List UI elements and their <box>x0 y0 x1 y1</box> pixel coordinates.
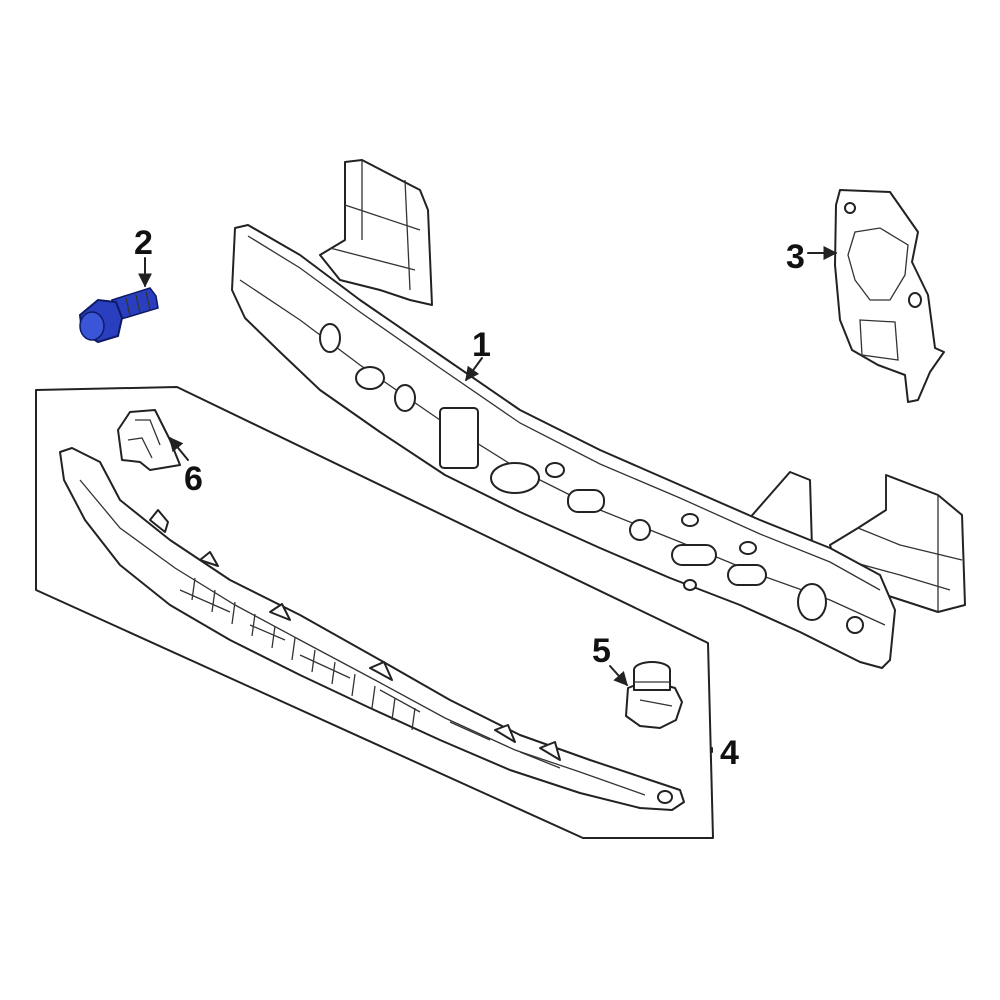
callout-1: 1 <box>472 326 491 364</box>
leader-6 <box>169 436 189 461</box>
callout-5: 5 <box>592 632 611 670</box>
part-6-clip[interactable] <box>117 409 181 471</box>
leader-1 <box>465 357 483 382</box>
leader-5 <box>609 665 628 687</box>
part-4-group-outline <box>35 386 714 839</box>
callout-3: 3 <box>786 238 805 276</box>
part-1-reinforcement-beam[interactable] <box>231 159 966 669</box>
callout-2: 2 <box>134 224 153 262</box>
callout-leaders <box>138 246 838 753</box>
part-3-bracket[interactable] <box>834 189 945 403</box>
part-4-absorber[interactable] <box>59 447 685 811</box>
callout-4: 4 <box>720 734 739 772</box>
callout-6: 6 <box>184 460 203 498</box>
part-5-retainer[interactable] <box>625 661 683 729</box>
part-1-left-bracket <box>319 159 433 306</box>
part-2-bolt[interactable] <box>78 287 159 344</box>
